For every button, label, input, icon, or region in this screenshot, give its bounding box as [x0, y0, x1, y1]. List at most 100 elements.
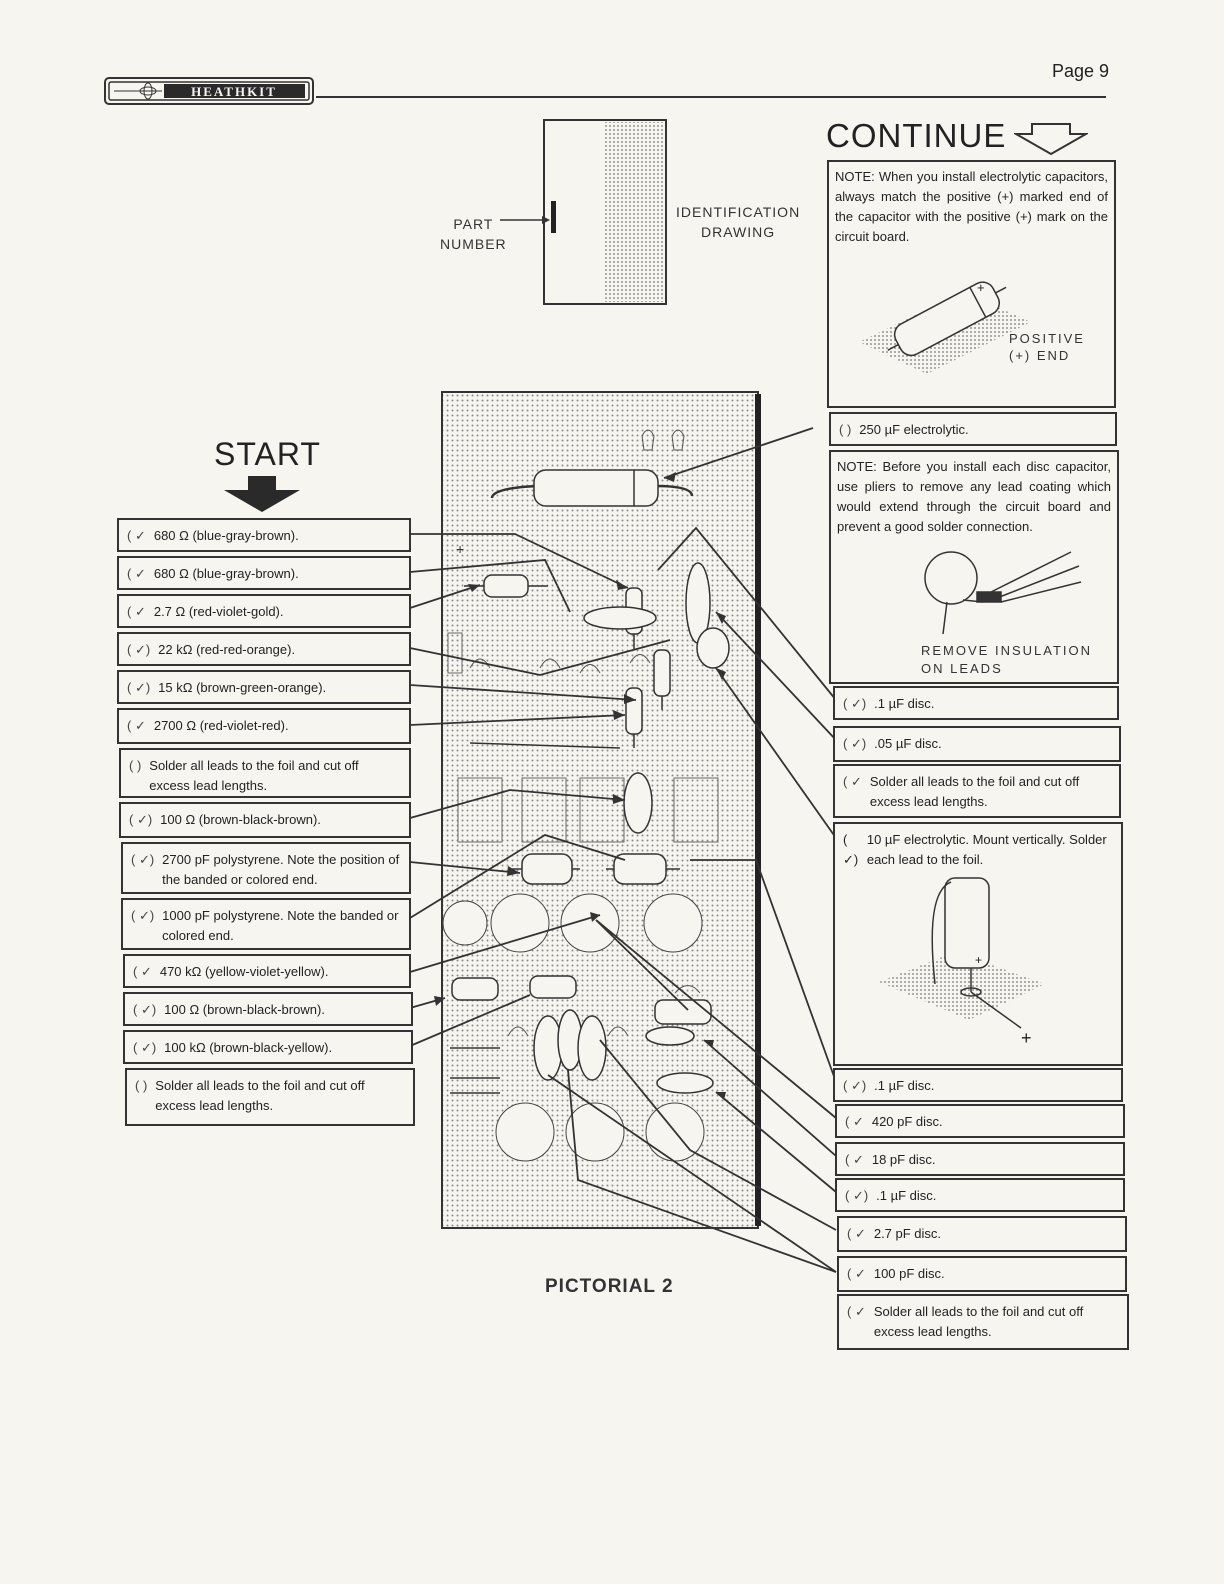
step-checkbox[interactable]: ( ✓)	[843, 1078, 867, 1093]
capacitor-plus-mark: +	[977, 280, 985, 295]
step-checkbox[interactable]: ( ✓	[127, 604, 146, 619]
step-row[interactable]: ( ✓) .1 µF disc.	[833, 686, 1119, 720]
step-checkbox[interactable]: ( ✓	[845, 1114, 864, 1129]
step-checkbox[interactable]: ( )	[135, 1078, 148, 1093]
step-row[interactable]: ( ✓) 1000 pF polystyrene. Note the bande…	[121, 898, 411, 950]
page-number: Page 9	[1052, 61, 1110, 81]
step-text: 100 kΩ (brown-black-yellow).	[164, 1040, 333, 1055]
step-row[interactable]: ( ✓) 15 kΩ (brown-green-orange).	[117, 670, 411, 704]
step-text: 2700 pF polystyrene. Note the position o…	[162, 852, 400, 887]
step-text: 420 pF disc.	[871, 1114, 943, 1129]
step-row[interactable]: ( ) Solder all leads to the foil and cut…	[125, 1068, 415, 1126]
disc-capacitor-pliers-illustration	[924, 551, 1082, 635]
step-checkbox[interactable]: ( ✓)	[843, 736, 867, 751]
step-text: 2700 Ω (red-violet-red).	[153, 718, 289, 733]
step-row[interactable]: ( ✓) 22 kΩ (red-red-orange).	[117, 632, 411, 666]
electrolytic-capacitor-illustration: +	[859, 280, 1031, 374]
step-checkbox[interactable]: ( )	[129, 758, 142, 773]
step-text: 680 Ω (blue-gray-brown).	[153, 566, 299, 581]
step-row[interactable]: ( ✓) .1 µF disc.	[835, 1178, 1125, 1212]
step-row[interactable]: ( ✓ 420 pF disc.	[835, 1104, 1125, 1138]
step-row[interactable]: ( ✓ 680 Ω (blue-gray-brown).	[117, 518, 411, 552]
step-checkbox[interactable]: ( ✓)	[133, 1040, 157, 1055]
step-checkbox[interactable]: ( ✓	[845, 1152, 864, 1167]
pictorial-label: PICTORIAL 2	[545, 1276, 674, 1297]
circuit-board-pictorial: +	[441, 391, 761, 1229]
vertical-electrolytic-box: ( ✓) 10 µF electrolytic. Mount verticall…	[833, 822, 1123, 1066]
step-row[interactable]: ( ) 250 µF electrolytic.	[829, 412, 1117, 446]
step-text: 2.7 Ω (red-violet-gold).	[153, 604, 284, 619]
identification-drawing-label: IDENTIFICATION DRAWING	[676, 204, 801, 240]
step-row[interactable]: ( ) Solder all leads to the foil and cut…	[119, 748, 411, 798]
step-text: 470 kΩ (yellow-violet-yellow).	[159, 964, 329, 979]
capacitor-plus-mark: +	[975, 953, 982, 967]
disc-note-box: NOTE: Before you install each disc capac…	[829, 450, 1119, 684]
step-text: 15 kΩ (brown-green-orange).	[158, 680, 327, 695]
step-row[interactable]: ( ✓ Solder all leads to the foil and cut…	[837, 1294, 1129, 1350]
step-text: 1000 pF polystyrene. Note the banded or …	[162, 908, 399, 943]
electrolytic-note-box: NOTE: When you install electrolytic capa…	[827, 160, 1116, 408]
step-row[interactable]: ( ✓) .1 µF disc.	[833, 1068, 1123, 1102]
step-text: Solder all leads to the foil and cut off…	[873, 1304, 1084, 1339]
step-checkbox[interactable]: ( )	[839, 422, 852, 437]
step-checkbox[interactable]: ( ✓)	[131, 852, 155, 867]
step-checkbox[interactable]: ( ✓	[127, 528, 146, 543]
step-checkbox[interactable]: ( ✓	[847, 1304, 866, 1319]
positive-end-label: POSITIVE (+) END	[1009, 331, 1085, 363]
step-text: 2.7 pF disc.	[873, 1226, 942, 1241]
electrolytic-note-text: NOTE: When you install electrolytic capa…	[835, 169, 1108, 244]
start-heading: START	[214, 436, 321, 472]
step-checkbox[interactable]: ( ✓)	[127, 642, 151, 657]
step-row[interactable]: ( ✓) 100 kΩ (brown-black-yellow).	[123, 1030, 413, 1064]
step-checkbox[interactable]: ( ✓	[843, 774, 862, 789]
step-checkbox[interactable]: ( ✓)	[131, 908, 155, 923]
step-checkbox[interactable]: ( ✓)	[843, 832, 859, 867]
step-row[interactable]: ( ✓ 18 pF disc.	[835, 1142, 1125, 1176]
step-text: 680 Ω (blue-gray-brown).	[153, 528, 299, 543]
step-checkbox[interactable]: ( ✓	[127, 566, 146, 581]
step-row[interactable]: ( ✓ 100 pF disc.	[837, 1256, 1127, 1292]
step-text: 250 µF electrolytic.	[859, 422, 969, 437]
step-row[interactable]: ( ✓) 100 Ω (brown-black-brown).	[119, 802, 411, 838]
step-row[interactable]: ( ✓) .05 µF disc.	[833, 726, 1121, 762]
step-checkbox[interactable]: ( ✓)	[127, 680, 151, 695]
step-text: .05 µF disc.	[874, 736, 942, 751]
heathkit-logo: HEATHKIT	[104, 77, 314, 105]
step-row[interactable]: ( ✓) 100 Ω (brown-black-brown).	[123, 992, 413, 1026]
step-row[interactable]: ( ✓ 2.7 Ω (red-violet-gold).	[117, 594, 411, 628]
step-row[interactable]: ( ✓ 2.7 pF disc.	[837, 1216, 1127, 1252]
step-checkbox[interactable]: ( ✓)	[845, 1188, 869, 1203]
disc-note-text: NOTE: Before you install each disc capac…	[837, 459, 1111, 534]
step-text: 100 Ω (brown-black-brown).	[160, 812, 321, 827]
step-text: Solder all leads to the foil and cut off…	[869, 774, 1080, 809]
continue-heading: CONTINUE	[826, 117, 1007, 154]
remove-insulation-label: REMOVE INSULATION ON LEADS	[921, 643, 1093, 676]
continue-arrow-icon	[1014, 123, 1088, 156]
step-text: 100 Ω (brown-black-brown).	[164, 1002, 325, 1017]
start-arrow-icon	[224, 476, 300, 512]
step-text: .1 µF disc.	[874, 1078, 935, 1093]
step-checkbox[interactable]: ( ✓	[847, 1226, 866, 1241]
step-text: Solder all leads to the foil and cut off…	[155, 1078, 365, 1113]
part-number-label: PART NUMBER	[440, 216, 507, 252]
step-row[interactable]: ( ✓ 2700 Ω (red-violet-red).	[117, 708, 411, 744]
step-row[interactable]: ( ✓ 680 Ω (blue-gray-brown).	[117, 556, 411, 590]
step-checkbox[interactable]: ( ✓	[127, 718, 146, 733]
step-row[interactable]: ( ✓ 470 kΩ (yellow-violet-yellow).	[123, 954, 411, 988]
vertical-capacitor-illustration: + +	[879, 877, 1045, 1048]
step-checkbox[interactable]: ( ✓)	[133, 1002, 157, 1017]
step-checkbox[interactable]: ( ✓	[133, 964, 152, 979]
step-row[interactable]: ( ✓) 2700 pF polystyrene. Note the posit…	[121, 842, 411, 894]
step-text: .1 µF disc.	[876, 1188, 937, 1203]
step-text: .1 µF disc.	[874, 696, 935, 711]
identification-drawing	[500, 119, 667, 305]
step-row[interactable]: ( ✓ Solder all leads to the foil and cut…	[833, 764, 1121, 818]
board-plus-mark: +	[456, 541, 464, 557]
step-text: 22 kΩ (red-red-orange).	[158, 642, 296, 657]
step-checkbox[interactable]: ( ✓)	[843, 696, 867, 711]
step-text: Solder all leads to the foil and cut off…	[149, 758, 359, 793]
step-checkbox[interactable]: ( ✓	[847, 1266, 866, 1281]
brand-name: HEATHKIT	[191, 84, 277, 99]
step-checkbox[interactable]: ( ✓)	[129, 812, 153, 827]
